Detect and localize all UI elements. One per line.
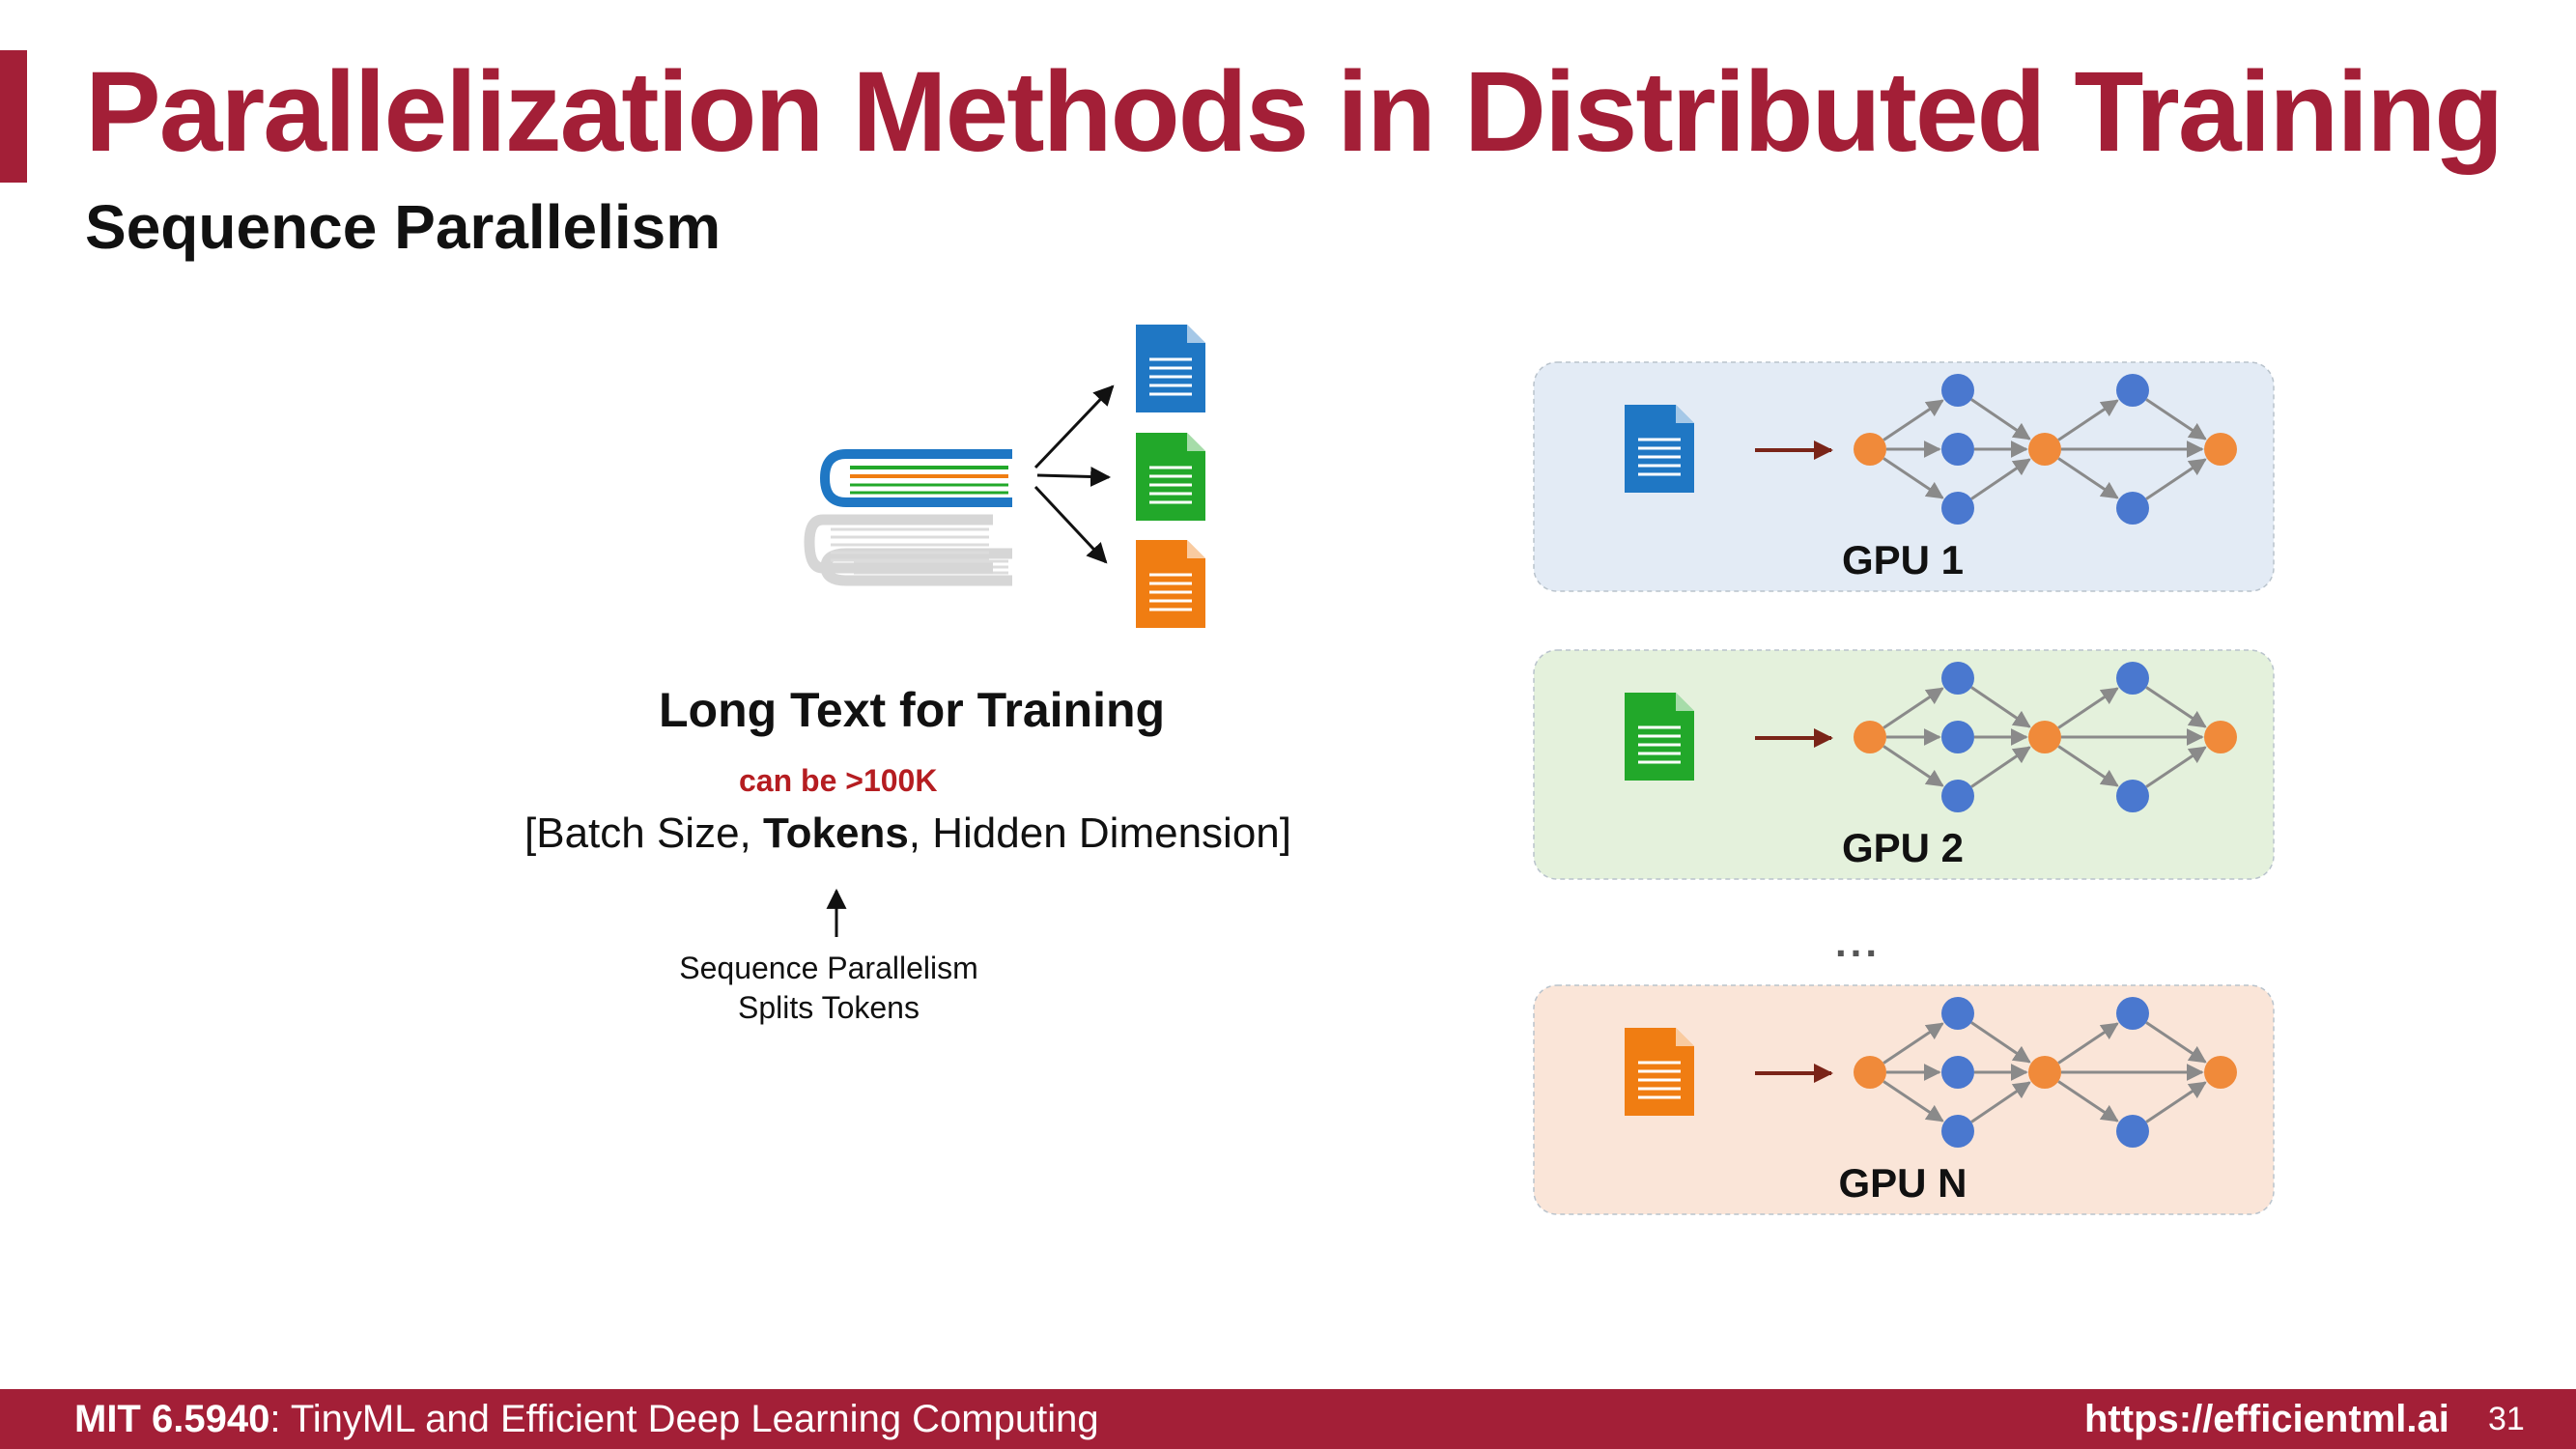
- document-icon: [1136, 325, 1205, 412]
- tensor-shape: [Batch Size, Tokens, Hidden Dimension]: [524, 810, 1291, 858]
- network-edge: [1970, 746, 2031, 788]
- split-arrow: [1033, 485, 1108, 564]
- network-edge: [1882, 1080, 1944, 1122]
- document-icon: [1136, 433, 1205, 521]
- gpu-panel: [1533, 984, 2275, 1215]
- slide-subtitle: Sequence Parallelism: [85, 192, 722, 262]
- network-edge: [1970, 458, 2031, 500]
- network-node-blue: [1941, 1115, 1974, 1148]
- gpu-panel: [1533, 361, 2275, 592]
- document-icon: [1625, 1028, 1694, 1116]
- course-info: MIT 6.5940: TinyML and Efficient Deep Le…: [74, 1398, 1099, 1441]
- network-node-orange: [2204, 1056, 2237, 1089]
- document-icon: [1625, 693, 1694, 781]
- network-edge: [2145, 1021, 2207, 1064]
- network-node-orange: [2028, 433, 2061, 466]
- course-url[interactable]: https://efficientml.ai: [2084, 1398, 2449, 1440]
- network-node-orange: [1854, 721, 1886, 753]
- network-edge: [2145, 686, 2207, 728]
- long-text-caption: Long Text for Training: [659, 683, 1166, 737]
- book-stack-icon: [804, 449, 1012, 586]
- network-edge: [1882, 399, 1944, 441]
- split-note-line2: Splits Tokens: [738, 990, 920, 1025]
- network-node-blue: [1941, 492, 1974, 525]
- gpu-label: GPU 2: [1841, 825, 1965, 870]
- split-arrow: [1033, 384, 1115, 469]
- network-edge: [2145, 1081, 2207, 1123]
- network-node-blue: [2116, 492, 2149, 525]
- network-node-blue: [1941, 374, 1974, 407]
- network-edge: [1970, 398, 2031, 440]
- network-node-blue: [2116, 997, 2149, 1030]
- network-node-blue: [2116, 780, 2149, 812]
- network-edge: [1970, 686, 2031, 728]
- network-node-blue: [1941, 433, 1974, 466]
- network-node-blue: [1941, 662, 1974, 695]
- network-edge: [1882, 1022, 1944, 1065]
- network-edge: [2057, 457, 2119, 499]
- course-code: MIT 6.5940: [74, 1398, 270, 1440]
- title-accent-bar: [0, 50, 27, 183]
- network-node-orange: [1854, 433, 1886, 466]
- network-edge: [1882, 687, 1944, 729]
- network-edge: [1882, 457, 1944, 499]
- page-number: 31: [2488, 1401, 2525, 1437]
- network-edge: [2057, 1022, 2119, 1065]
- gpu-label: GPU N: [1838, 1160, 1967, 1206]
- shape-close: , Hidden Dimension]: [908, 810, 1291, 857]
- network-edge: [1970, 1021, 2031, 1064]
- network-edge: [2057, 745, 2119, 787]
- network-edge: [2145, 746, 2207, 788]
- network-node-blue: [2116, 1115, 2149, 1148]
- network-edge: [2057, 1080, 2119, 1122]
- course-name: : TinyML and Efficient Deep Learning Com…: [269, 1398, 1099, 1440]
- network-node-orange: [1854, 1056, 1886, 1089]
- network-edge: [1970, 1081, 2031, 1123]
- gpu-panel: [1533, 649, 2275, 880]
- sequence-parallelism-diagram: [804, 325, 2275, 1215]
- gpu-label: GPU 1: [1841, 537, 1965, 582]
- split-note: Sequence Parallelism Splits Tokens: [599, 949, 1059, 1028]
- network-node-blue: [2116, 374, 2149, 407]
- shape-tokens: Tokens: [763, 810, 909, 857]
- split-note-line1: Sequence Parallelism: [679, 951, 978, 985]
- network-node-orange: [2028, 1056, 2061, 1089]
- split-arrow: [1036, 466, 1112, 487]
- document-icon: [1625, 405, 1694, 493]
- network-node-blue: [1941, 780, 1974, 812]
- slide-title: Parallelization Methods in Distributed T…: [85, 48, 2504, 176]
- network-edge: [1882, 745, 1944, 787]
- network-edge: [2057, 687, 2119, 729]
- network-node-orange: [2204, 433, 2237, 466]
- token-count-annotation: can be >100K: [739, 763, 938, 798]
- document-icon: [1136, 540, 1205, 628]
- network-node-blue: [1941, 997, 1974, 1030]
- network-edge: [2145, 458, 2207, 500]
- network-node-orange: [2028, 721, 2061, 753]
- network-edge: [2145, 398, 2207, 440]
- network-node-blue: [1941, 721, 1974, 753]
- network-node-blue: [1941, 1056, 1974, 1089]
- network-node-blue: [2116, 662, 2149, 695]
- ellipsis: ...: [1835, 920, 1882, 965]
- network-node-orange: [2204, 721, 2237, 753]
- footer-bar: MIT 6.5940: TinyML and Efficient Deep Le…: [0, 1389, 2576, 1449]
- network-edge: [2057, 399, 2119, 441]
- shape-open: [Batch Size,: [524, 810, 764, 857]
